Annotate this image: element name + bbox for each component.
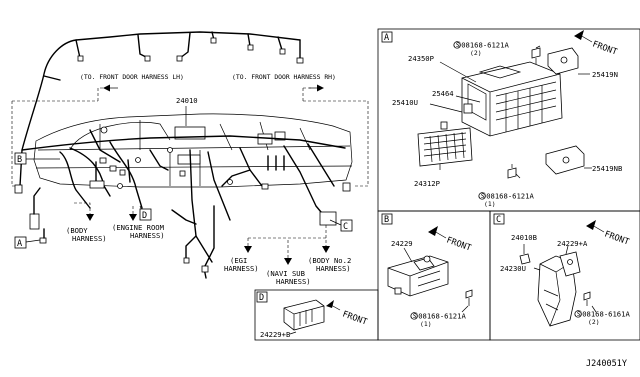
fuse-block-25410u xyxy=(440,61,563,137)
part-24229a: 24229+A xyxy=(557,239,588,248)
arrow-down-navi xyxy=(284,258,292,265)
bracket-25419nb xyxy=(545,145,585,175)
panel-c: C FRONT 24010B 24229+A 24230U Ⓢ08168-616… xyxy=(489,210,640,341)
bracket-24229b xyxy=(283,299,325,331)
panel-a: A FRONT xyxy=(377,28,640,212)
bolt-panel-c xyxy=(583,291,591,306)
diagram-id: J240051Y xyxy=(586,359,627,369)
arrow-down-engine xyxy=(129,214,137,221)
panel-b-tag: B xyxy=(384,215,389,225)
cover-24312p xyxy=(417,127,473,167)
clip-24010b xyxy=(519,253,531,265)
panel-c-tag: C xyxy=(496,215,501,225)
bracket-25419n xyxy=(547,47,579,75)
panel-d-tag: D xyxy=(259,293,264,303)
part-24312p: 24312P xyxy=(414,179,440,188)
bolt-bottom xyxy=(507,164,517,179)
part-25419n: 25419N xyxy=(592,70,618,79)
part-24230u: 24230U xyxy=(500,264,526,273)
callout-b xyxy=(14,152,27,165)
label-egi-2: HARNESS) xyxy=(224,264,259,273)
panel-b-bolt-qty: (1) xyxy=(420,320,432,328)
label-body-harness-2: HARNESS) xyxy=(72,234,107,243)
panel-a-bolt-top-qty: (2) xyxy=(470,49,482,57)
label-to-front-door-rh: (TO. FRONT DOOR HARNESS RH) xyxy=(232,73,336,81)
panel-a-bolt-bottom: Ⓢ08168-6121A xyxy=(479,192,534,201)
part-25419nb: 25419NB xyxy=(592,164,622,173)
panel-a-front: FRONT xyxy=(591,39,618,57)
callout-d xyxy=(139,208,152,221)
label-navi-2: HARNESS) xyxy=(276,277,311,286)
panel-a-tag: A xyxy=(384,33,389,43)
main-harness-view: B A D C 24010 (TO. FRONT DOOR HARNESS LH… xyxy=(11,31,369,286)
label-engine-room-1: (ENGINE ROOM xyxy=(112,223,165,232)
instrument-panel-outline xyxy=(33,113,353,188)
label-body2-1: (BODY No.2 xyxy=(308,256,351,265)
bracket-24229 xyxy=(387,255,449,297)
panel-c-front-arrow xyxy=(586,220,596,230)
connectors xyxy=(14,37,351,273)
bolt-top xyxy=(531,47,541,64)
part-24010: 24010 xyxy=(176,96,198,105)
arrow-right-rh xyxy=(317,84,324,92)
direction-arrows xyxy=(74,84,330,265)
part-24010b: 24010B xyxy=(511,233,537,242)
label-body2-2: HARNESS) xyxy=(316,264,351,273)
arrow-down-body2 xyxy=(322,246,330,253)
callout-c-label: C xyxy=(343,222,348,232)
panel-b: B FRONT 24229 Ⓢ08168-6121A (1) xyxy=(377,210,491,341)
panel-b-bolt: Ⓢ08168-6121A xyxy=(411,312,466,321)
arrow-down-body xyxy=(86,214,94,221)
part-25464: 25464 xyxy=(432,89,454,98)
label-egi-1: (EGI xyxy=(230,256,247,265)
panel-c-bolt-qty: (2) xyxy=(588,318,600,326)
bracket-24229a xyxy=(559,251,581,277)
label-engine-room-2: HARNESS) xyxy=(130,231,165,240)
bolt-panel-b xyxy=(465,289,473,306)
panel-c-bolt: Ⓢ08168-6161A xyxy=(575,310,630,319)
panel-d-front-arrow xyxy=(326,300,334,308)
label-body-harness-1: (BODY xyxy=(66,226,88,235)
arrow-left-lh xyxy=(103,84,110,92)
callout-c xyxy=(340,219,353,232)
harness-wires xyxy=(19,31,346,279)
label-to-front-door-lh: (TO. FRONT DOOR HARNESS LH) xyxy=(80,73,184,81)
panel-b-front-arrow xyxy=(428,226,438,236)
label-navi-1: (NAVI SUB xyxy=(266,269,305,278)
part-24350p: 24350P xyxy=(408,54,434,63)
callout-a xyxy=(14,236,27,249)
panel-b-front: FRONT xyxy=(445,235,472,253)
part-24229b: 24229+B xyxy=(260,330,290,339)
arrow-down-egi xyxy=(244,246,252,253)
panel-a-front-arrow xyxy=(574,30,584,40)
panel-c-front: FRONT xyxy=(603,229,630,247)
part-25410u: 25410U xyxy=(392,98,418,107)
callout-a-label: A xyxy=(17,239,22,249)
panel-d-front: FRONT xyxy=(341,309,368,327)
callout-d-label: D xyxy=(142,211,147,221)
panel-a-bolt-top: Ⓢ08168-6121A xyxy=(454,41,509,50)
panel-a-bolt-bottom-qty: (1) xyxy=(484,200,496,208)
callout-b-label: B xyxy=(17,155,22,165)
part-24229: 24229 xyxy=(391,239,413,248)
panel-d: D FRONT 24229+B xyxy=(254,289,379,341)
